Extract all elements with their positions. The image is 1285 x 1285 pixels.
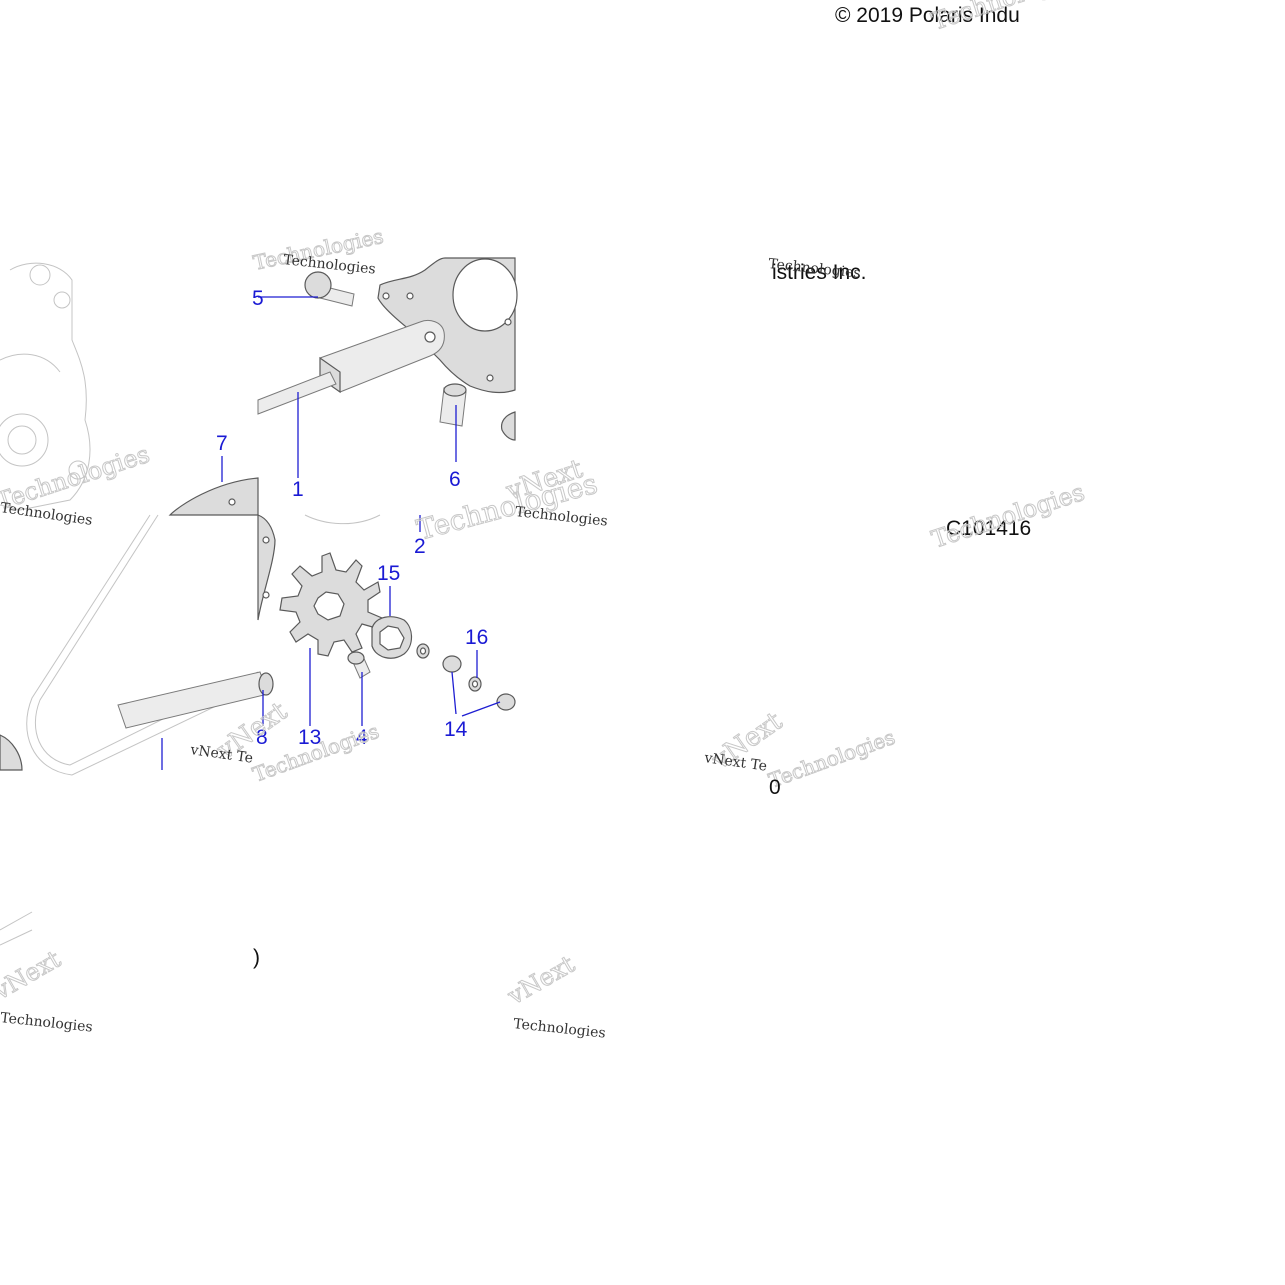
figure-code: C101416 — [946, 517, 1031, 540]
tensioner-arm — [319, 319, 445, 394]
callout-8: 8 — [256, 726, 268, 749]
copyright-bottom: istries Inc. — [772, 261, 867, 284]
stray-zero: 0 — [769, 776, 781, 799]
spacer-sleeve — [439, 383, 467, 427]
watermark-layer: vNext Technologies Technologies Technolo… — [0, 0, 1088, 1042]
callout-5: 5 — [252, 287, 264, 310]
watermark-small: Technologies — [513, 1016, 607, 1042]
callout-15: 15 — [377, 562, 400, 585]
watermark-sub: Technologies — [928, 478, 1088, 554]
watermark-brand: vNext — [0, 945, 66, 1006]
sprocket-housing-plate — [0, 477, 276, 771]
bolt — [304, 271, 355, 307]
sprocket-bolt — [347, 651, 371, 679]
callout-2: 2 — [414, 535, 426, 558]
callout-14: 14 — [444, 718, 468, 741]
stray-paren: ) — [253, 946, 260, 969]
watermark-small: Technologies — [515, 504, 609, 530]
watermark-sub: Technologies — [766, 725, 899, 793]
plate-edge-arc — [304, 514, 381, 525]
watermark-brand: vNext — [502, 950, 579, 1011]
engine-case-outline — [0, 262, 91, 511]
copyright-top: © 2019 Polaris Indu — [835, 4, 1020, 27]
callout-6: 6 — [449, 468, 461, 491]
callout-1: 1 — [292, 478, 304, 501]
callout-16: 16 — [465, 626, 488, 649]
callout-7: 7 — [216, 432, 228, 455]
watermark-small: Technologies — [283, 252, 377, 278]
washer-partial — [500, 411, 516, 441]
mounting-bracket — [377, 257, 518, 394]
leader-lines — [161, 296, 501, 770]
drive-sprocket — [279, 552, 383, 657]
callout-4: 4 — [356, 726, 368, 749]
callout-13: 13 — [298, 726, 321, 749]
roller-shaft — [117, 671, 274, 729]
drive-belt-outline — [0, 514, 263, 946]
watermark-small: Technologies — [0, 1010, 93, 1036]
watermark-line: vNext Te — [702, 750, 768, 775]
adjuster-rod — [257, 371, 337, 415]
washer — [416, 643, 482, 692]
sprocket-retainer — [371, 616, 413, 659]
